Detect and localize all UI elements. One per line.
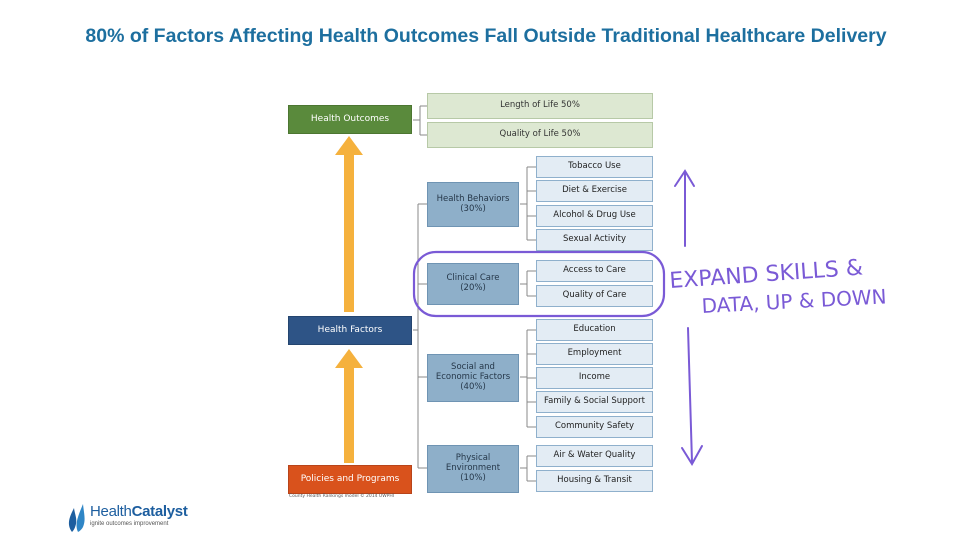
leaf-community-safety: Community Safety	[536, 416, 653, 438]
health-factors-box: Health Factors	[288, 316, 412, 345]
leaf-brackets	[520, 166, 536, 482]
leaf-income: Income	[536, 367, 653, 389]
health-behaviors-box: Health Behaviors (30%)	[427, 182, 519, 227]
leaf-diet-exercise: Diet & Exercise	[536, 180, 653, 202]
clinical-care-label: Clinical Care	[446, 273, 500, 284]
leaf-sexual-activity: Sexual Activity	[536, 229, 653, 251]
logo-word-health: Health	[90, 503, 132, 520]
social-economic-label-1: Social and	[451, 362, 495, 373]
source-caption: County Health Rankings model © 2014 UWPH…	[289, 494, 395, 499]
leaf-tobacco-use: Tobacco Use	[536, 156, 653, 178]
upward-arrow-shaft-top	[344, 152, 354, 312]
leaf-access-to-care: Access to Care	[536, 260, 653, 282]
upward-arrow-head-bottom	[335, 349, 363, 368]
social-economic-box: Social and Economic Factors (40%)	[427, 354, 519, 402]
logo-tagline: ignite outcomes improvement	[90, 521, 169, 527]
physical-environment-label-2: Environment	[445, 463, 501, 474]
social-economic-label-2: Economic Factors	[435, 372, 511, 383]
leaf-housing-transit: Housing & Transit	[536, 470, 653, 492]
annotation-arrows	[674, 169, 703, 466]
health-catalyst-logo: HealthCatalyst ignite outcomes improveme…	[66, 500, 206, 534]
physical-environment-label-1: Physical	[455, 453, 491, 464]
quality-of-life-box: Quality of Life 50%	[427, 122, 653, 148]
logo-word-catalyst: Catalyst	[131, 503, 188, 520]
leaf-quality-of-care: Quality of Care	[536, 285, 653, 307]
upward-arrow-head-top	[335, 136, 363, 155]
leaf-air-water-quality: Air & Water Quality	[536, 445, 653, 467]
social-economic-percent: (40%)	[460, 381, 486, 392]
outcomes-bracket	[413, 105, 427, 136]
upward-arrow-shaft-bottom	[344, 365, 354, 463]
factors-bracket	[413, 203, 427, 469]
slide-title: 80% of Factors Affecting Health Outcomes…	[85, 25, 887, 47]
physical-environment-percent: (10%)	[460, 472, 486, 483]
clinical-care-box: Clinical Care (20%)	[427, 263, 519, 305]
health-behaviors-label: Health Behaviors	[436, 193, 510, 204]
leaf-employment: Employment	[536, 343, 653, 365]
policies-programs-box: Policies and Programs	[288, 465, 412, 494]
clinical-care-percent: (20%)	[460, 283, 486, 293]
length-of-life-box: Length of Life 50%	[427, 93, 653, 119]
logo-wordmark: HealthCatalyst	[90, 503, 188, 520]
flame-icon	[68, 504, 85, 532]
leaf-family-social-support: Family & Social Support	[536, 391, 653, 413]
physical-environment-box: Physical Environment (10%)	[427, 445, 519, 493]
leaf-alcohol-drug-use: Alcohol & Drug Use	[536, 205, 653, 227]
clinical-care-highlight-circle	[412, 250, 666, 318]
health-behaviors-percent: (30%)	[460, 203, 486, 214]
leaf-education: Education	[536, 319, 653, 341]
health-outcomes-box: Health Outcomes	[288, 105, 412, 134]
